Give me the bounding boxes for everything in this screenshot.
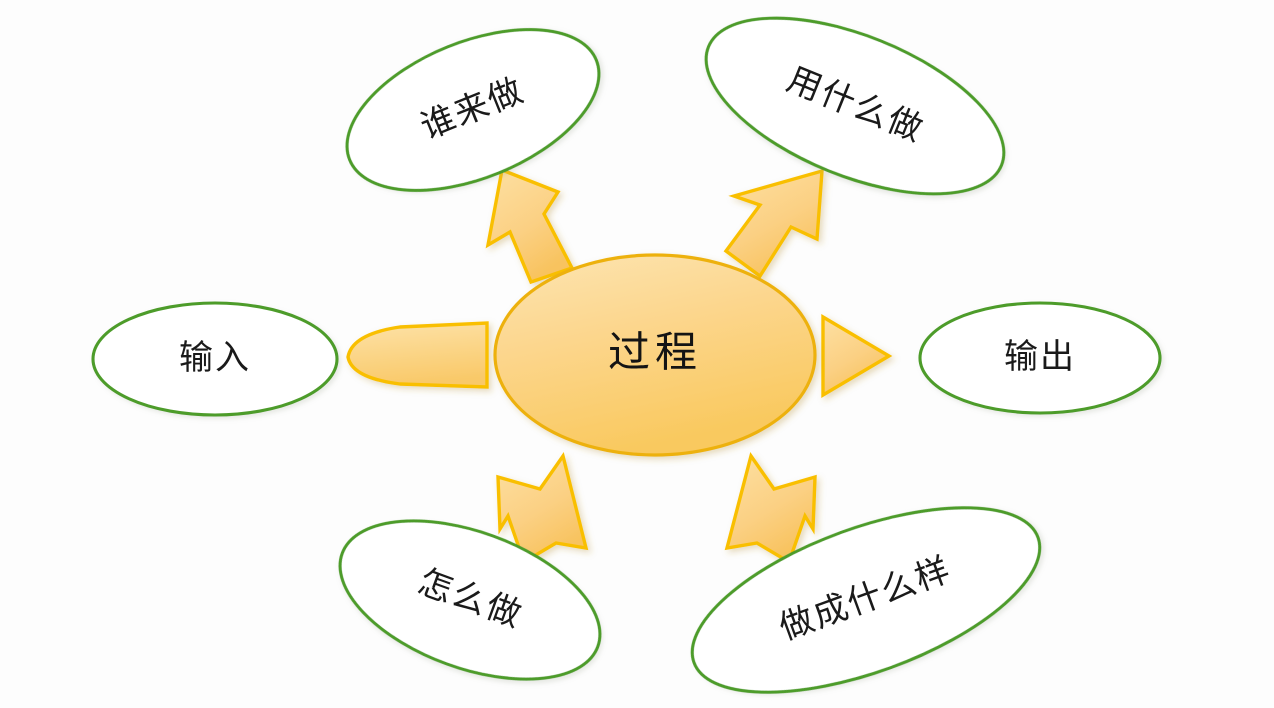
node-how-ellipse <box>338 519 602 681</box>
node-input[interactable]: 输入 <box>91 301 339 417</box>
tapered-wedge-left-icon <box>346 321 489 389</box>
connector-to-with-what <box>723 168 824 279</box>
node-output-label: 输出 <box>1004 338 1076 376</box>
connector-to-who <box>485 167 575 285</box>
node-result-ellipse <box>690 506 1042 694</box>
connector-from-input <box>346 321 489 389</box>
node-who-ellipse <box>345 28 601 192</box>
node-with-what[interactable]: 用什么做 <box>682 0 1027 230</box>
node-output[interactable]: 输出 <box>918 301 1162 415</box>
node-input-label: 输入 <box>179 339 251 377</box>
node-output-ellipse <box>918 301 1162 415</box>
node-how[interactable]: 怎么做 <box>319 490 621 708</box>
block-arrow-down-right-icon <box>724 452 817 565</box>
node-who[interactable]: 谁来做 <box>324 0 622 223</box>
triangle-right-icon <box>821 314 893 398</box>
center-node-process[interactable]: 过程 <box>493 253 817 457</box>
center-ellipse-shape <box>493 253 817 457</box>
block-arrow-down-left-icon <box>496 451 589 565</box>
node-result[interactable]: 做成什么样 <box>669 470 1062 708</box>
node-input-ellipse <box>91 301 339 417</box>
connector-to-result <box>724 452 817 565</box>
block-arrow-up-left-icon <box>485 167 575 285</box>
center-node-label: 过程 <box>608 331 702 377</box>
block-arrow-up-right-icon <box>723 168 824 279</box>
node-with-what-ellipse <box>704 16 1006 196</box>
connector-to-how <box>496 451 589 565</box>
connector-to-output <box>821 314 893 398</box>
